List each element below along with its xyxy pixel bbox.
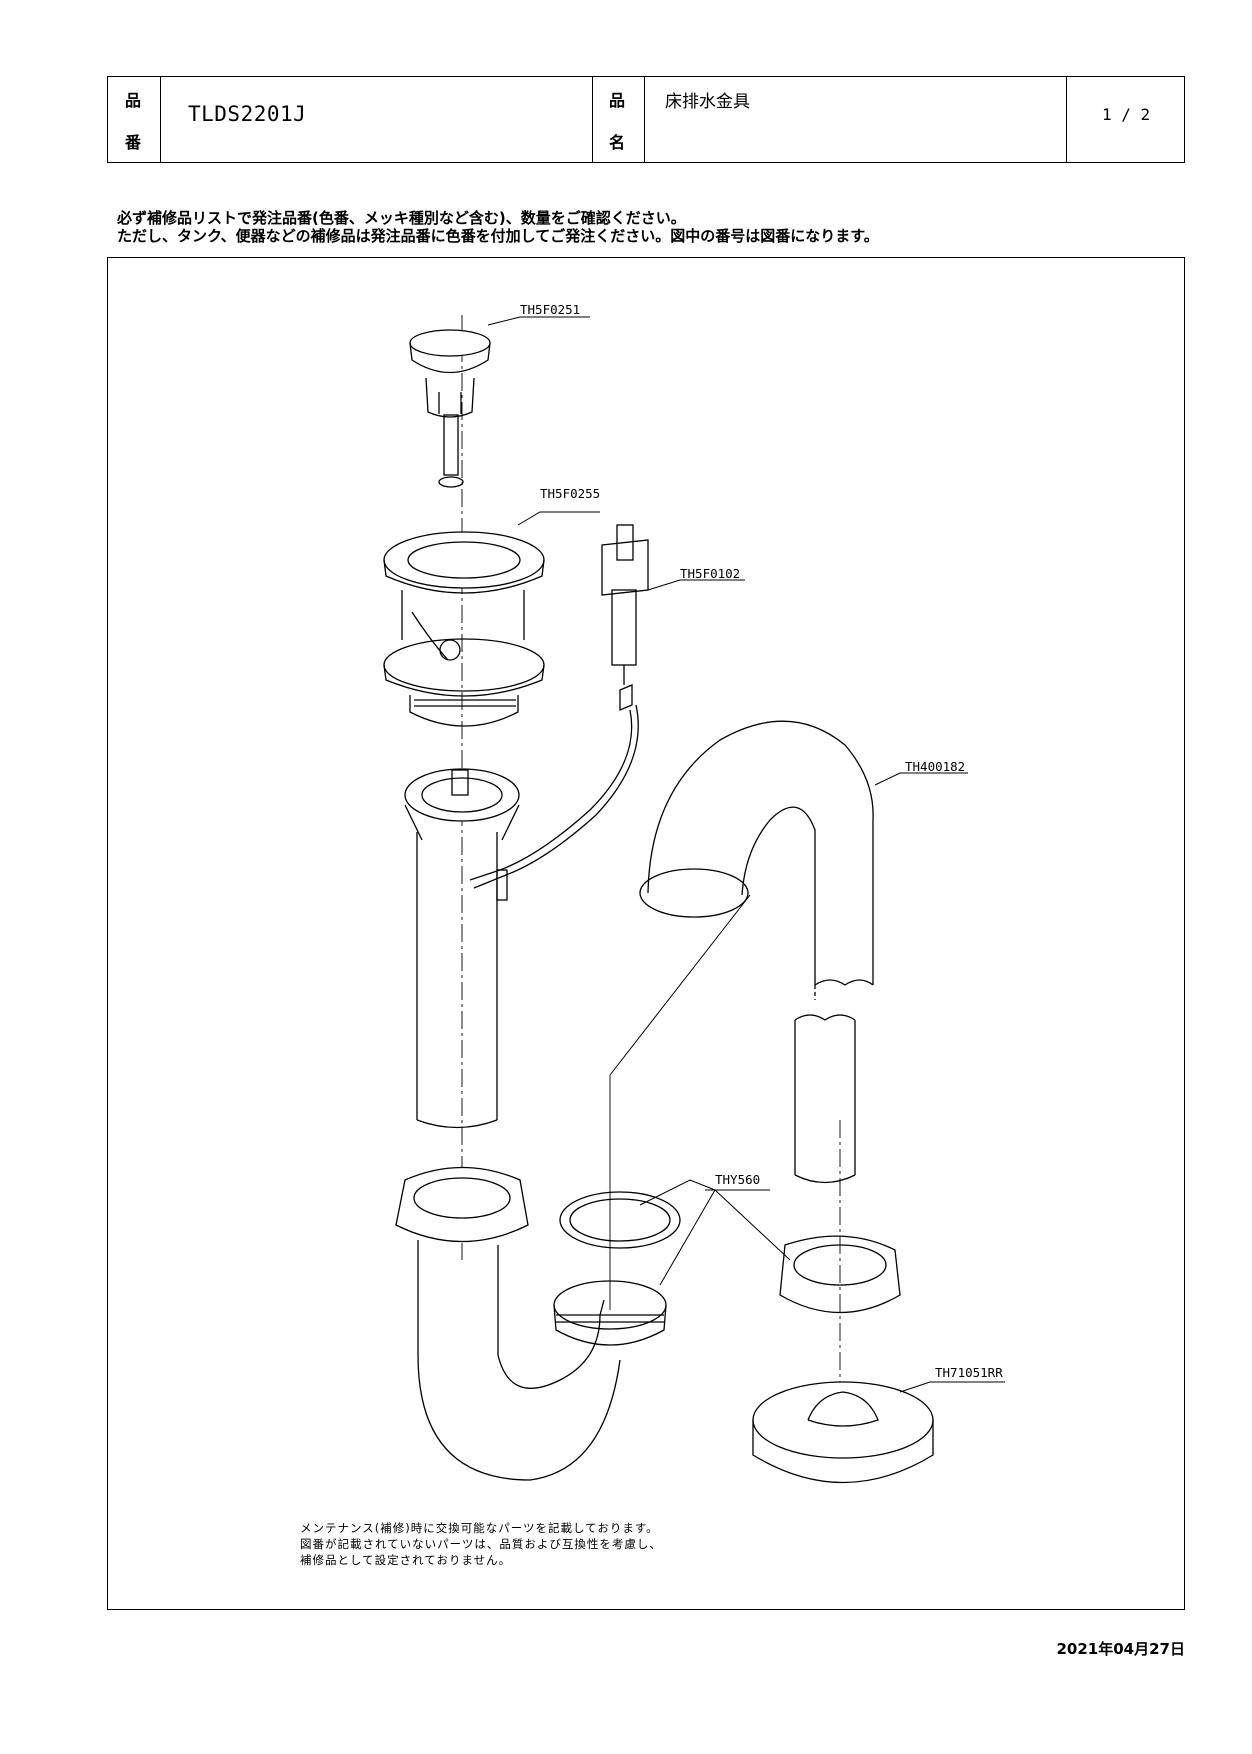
part-label-jbend: TH400182 bbox=[905, 759, 966, 774]
slip-nut bbox=[395, 1166, 529, 1243]
note-line: ただし、タンク、便器などの補修品は発注品番に色番を付加してご発注ください。図中の… bbox=[117, 227, 879, 245]
part-number: TLDS2201J bbox=[188, 102, 307, 126]
title-block: 品 番 TLDS2201J 品 名 床排水金具 1 / 2 bbox=[107, 76, 1185, 163]
divider bbox=[644, 77, 645, 162]
escutcheon-plate bbox=[752, 1381, 934, 1484]
note-line: 補修品として設定されておりません。 bbox=[300, 1553, 512, 1567]
product-name-label: 名 bbox=[609, 133, 626, 152]
drawing-frame bbox=[107, 257, 1185, 1610]
divider bbox=[160, 77, 161, 162]
issue-date: 2021年04月27日 bbox=[1056, 1640, 1186, 1658]
part-no-label: 品 bbox=[125, 91, 142, 110]
divider bbox=[1066, 77, 1067, 162]
callout-leaders bbox=[487, 316, 1005, 1393]
washer bbox=[559, 1191, 681, 1249]
part-no-label: 番 bbox=[125, 133, 142, 152]
part-label-plug: TH5F0251 bbox=[520, 302, 581, 317]
drain-body bbox=[383, 531, 545, 727]
part-label-drain: TH5F0255 bbox=[540, 486, 601, 501]
part-label-washer: THY560 bbox=[715, 1172, 761, 1187]
page-number: 1 / 2 bbox=[1102, 105, 1151, 124]
note-line: 必ず補修品リストで発注品番(色番、メッキ種別など含む)、数量をご確認ください。 bbox=[117, 209, 686, 227]
note-line: メンテナンス(補修)時に交換可能なパーツを記載しております。 bbox=[300, 1521, 659, 1535]
product-name: 床排水金具 bbox=[665, 92, 750, 112]
trap-u-bend bbox=[417, 1240, 621, 1481]
part-label-escutcheon: TH71051RR bbox=[935, 1365, 1003, 1380]
maintenance-note: メンテナンス(補修)時に交換可能なパーツを記載しております。 図番が記載されてい… bbox=[300, 1520, 662, 1568]
order-notes: 必ず補修品リストで発注品番(色番、メッキ種別など含む)、数量をご確認ください。 … bbox=[117, 209, 879, 245]
divider bbox=[592, 77, 593, 162]
product-name-label: 品 bbox=[609, 91, 626, 110]
trap-j-bend bbox=[639, 720, 874, 1184]
part-label-linkage: TH5F0102 bbox=[680, 566, 741, 581]
popup-plug bbox=[409, 329, 491, 488]
tail-piece bbox=[404, 768, 520, 1129]
note-line: 図番が記載されていないパーツは、品質および互換性を考慮し、 bbox=[300, 1537, 662, 1551]
